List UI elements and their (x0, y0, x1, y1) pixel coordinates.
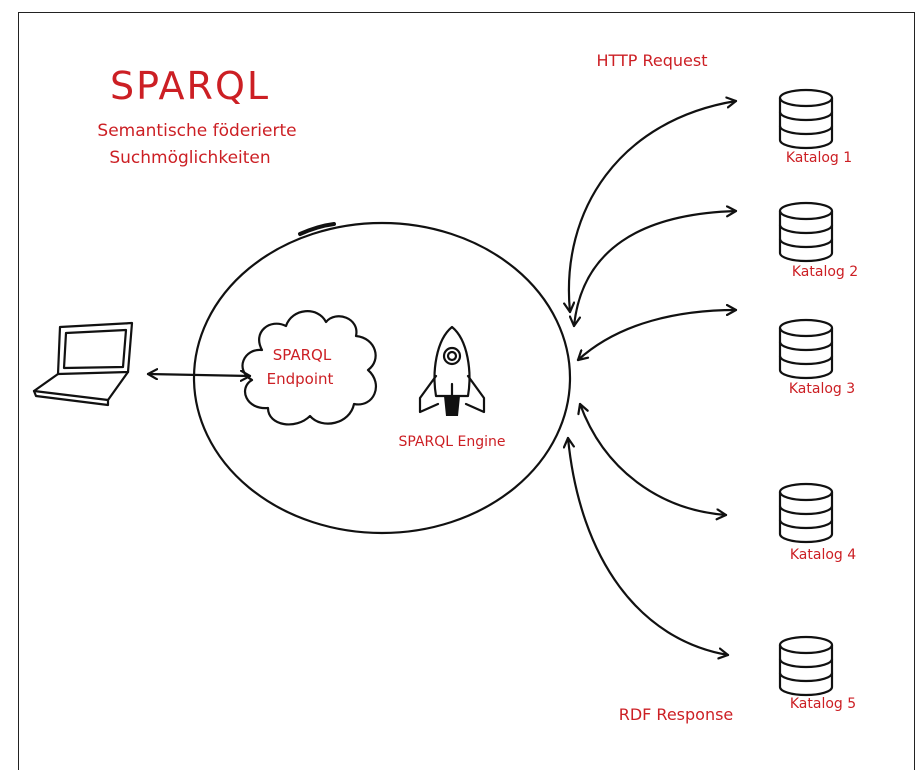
endpoint-label-line-1: SPARQL (273, 346, 332, 364)
catalog-label: Katalog 4 (790, 547, 856, 563)
catalog-2: Katalog 2 (778, 201, 858, 280)
arrow-catalog-2 (574, 211, 738, 328)
catalog-label: Katalog 3 (789, 381, 855, 397)
engine-label: SPARQL Engine (399, 434, 506, 450)
endpoint-label-line-2: Endpoint (267, 370, 334, 388)
database-icon (778, 318, 834, 380)
database-icon (778, 635, 834, 697)
rdf-response-label: RDF Response (619, 705, 734, 724)
diagram-title: SPARQL (110, 64, 270, 108)
circle-stroke-accent (298, 222, 336, 236)
catalog-1: Katalog 1 (778, 88, 852, 166)
arrow-catalog-5 (568, 436, 730, 655)
database-icon (778, 201, 834, 263)
catalog-arrows (568, 101, 738, 655)
catalog-5: Katalog 5 (778, 635, 856, 712)
cloud-icon (241, 310, 378, 426)
database-icon (778, 482, 834, 544)
catalog-label: Katalog 2 (792, 264, 858, 280)
rocket-icon (418, 325, 486, 416)
laptop-icon (32, 321, 134, 407)
subtitle-line-2: Suchmöglichkeiten (109, 148, 270, 168)
catalog-4: Katalog 4 (778, 482, 856, 563)
http-request-label: HTTP Request (596, 51, 707, 70)
arrow-catalog-4 (580, 402, 728, 515)
arrow-catalog-3 (576, 310, 738, 362)
subtitle-line-1: Semantische föderierte (97, 121, 296, 141)
diagram-frame (18, 12, 915, 770)
database-icon (778, 88, 834, 150)
catalog-label: Katalog 5 (790, 696, 856, 712)
laptop-endpoint-arrow (146, 374, 252, 376)
arrow-catalog-1 (569, 101, 738, 314)
catalog-3: Katalog 3 (778, 318, 855, 397)
catalog-label: Katalog 1 (786, 150, 852, 166)
